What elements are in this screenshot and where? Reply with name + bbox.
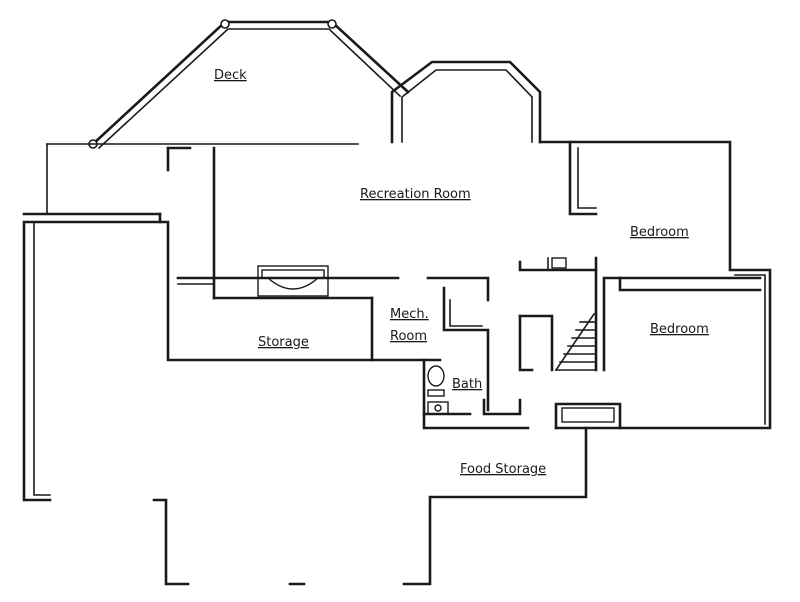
room-label-mech-line2: Room [390, 329, 427, 344]
room-label-deck: Deck [214, 68, 247, 83]
deck-railing [88, 19, 410, 150]
toilet [427, 365, 445, 397]
room-label-bedroom-upper: Bedroom [630, 225, 689, 240]
sink [427, 401, 449, 415]
room-label-bedroom-lower: Bedroom [650, 322, 709, 337]
stairs [554, 312, 597, 372]
room-label-recreation-room: Recreation Room [360, 187, 471, 202]
fireplace [257, 265, 329, 297]
room-label-bath: Bath [452, 377, 482, 392]
room-label-mech-line1: Mech. [390, 307, 429, 322]
room-label-storage: Storage [258, 335, 309, 350]
exterior-walls [22, 140, 772, 586]
bay-window [390, 60, 542, 144]
deck-post [327, 19, 337, 29]
interior-walls [176, 140, 762, 430]
deck-post [220, 19, 230, 29]
room-label-food-storage: Food Storage [460, 462, 546, 477]
